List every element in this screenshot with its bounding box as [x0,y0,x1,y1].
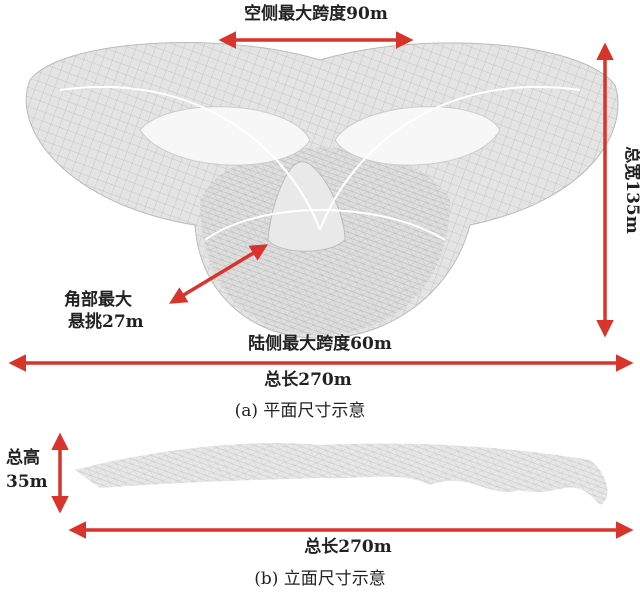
elevation-length-label: 总长270m [304,537,392,557]
height-label-2: 35m [6,472,48,492]
height-label-1: 总高 [6,448,40,468]
elevation-roof-mesh [75,442,608,505]
elevation-caption: (b) 立面尺寸示意 [254,569,386,589]
landside-span-label: 陆侧最大跨度60m [248,334,392,354]
plan-caption: (a) 平面尺寸示意 [234,401,366,421]
total-width-label: 总宽135m [622,146,640,234]
center-opening [267,161,346,252]
airside-span-label: 空侧最大跨度90m [244,4,388,24]
cantilever-label-1: 角部最大 [64,290,132,310]
cantilever-arrow [169,244,268,304]
plan-length-label: 总长270m [264,370,352,390]
right-opening [334,106,501,166]
cantilever-label-2: 悬挑27m [68,312,144,332]
